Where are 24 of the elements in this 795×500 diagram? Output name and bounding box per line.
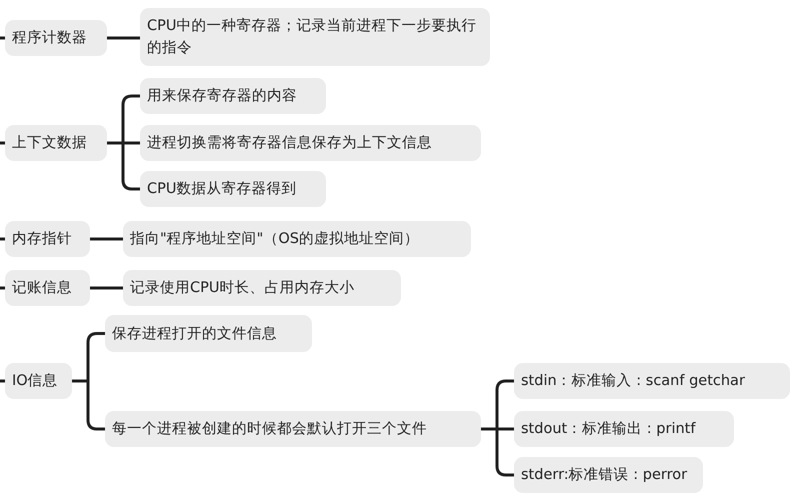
topic-box: 进程切换需将寄存器信息保存为上下文信息 <box>140 125 481 161</box>
topic-box: 记录使用CPU时长、占用内存大小 <box>123 270 401 306</box>
topic-box: CPU数据从寄存器得到 <box>140 171 326 207</box>
connector-line <box>0 36 5 40</box>
connector-line <box>90 286 123 290</box>
topic-box: stderr:标准错误 : perror <box>514 457 703 493</box>
topic-box: 内存指针 <box>5 221 90 257</box>
connector-line <box>0 286 5 290</box>
connector-line <box>0 238 5 240</box>
topic-box: stdin：标准输入 : scanf getchar <box>514 363 790 399</box>
connector-line <box>0 380 5 382</box>
topic-box: 用来保存寄存器的内容 <box>140 78 326 114</box>
topic-box: 上下文数据 <box>5 125 107 161</box>
topic-box: 保存进程打开的文件信息 <box>105 315 312 352</box>
topic-box: CPU中的一种寄存器；记录当前进程下一步要执行的指令 <box>140 8 490 66</box>
topic-box: IO信息 <box>5 363 72 399</box>
topic-box: 记账信息 <box>5 270 90 306</box>
connector-line <box>90 238 123 240</box>
topic-box: stdout：标准输出 : printf <box>514 411 734 447</box>
topic-box: 每一个进程被创建的时候都会默认打开三个文件 <box>105 411 481 447</box>
connector-line <box>0 142 5 144</box>
topic-box: 程序计数器 <box>5 20 107 56</box>
connector-line <box>107 36 140 40</box>
topic-box: 指向"程序地址空间"（OS的虚拟地址空间） <box>123 221 471 257</box>
